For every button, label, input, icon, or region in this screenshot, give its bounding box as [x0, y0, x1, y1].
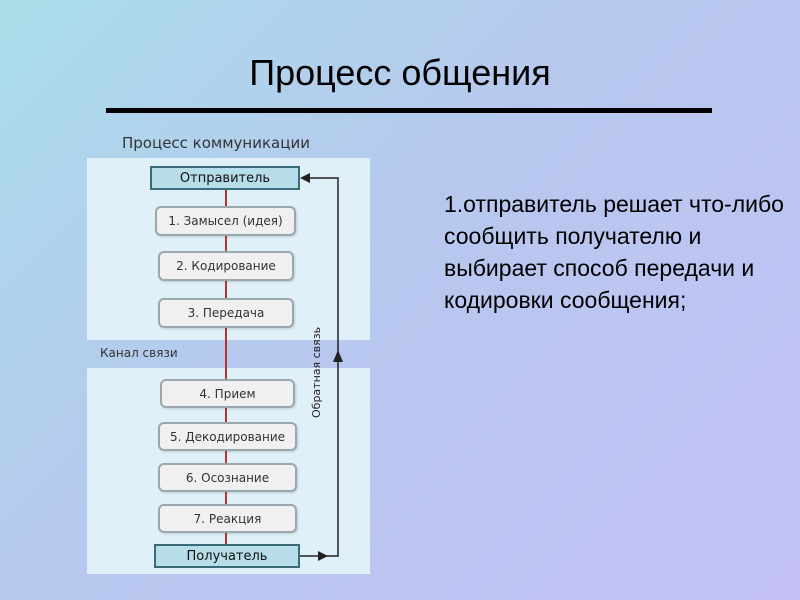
slide-title: Процесс общения — [249, 52, 551, 93]
step-box: 5. Декодирование — [158, 422, 297, 451]
feedback-arrowhead-right — [318, 551, 328, 561]
body-text: 1.отправитель решает что-либо сообщить п… — [444, 191, 784, 313]
feedback-arrowhead-top — [300, 173, 310, 183]
step-box: 6. Осознание — [158, 463, 297, 492]
sender-box: Отправитель — [150, 166, 300, 190]
title-underline — [106, 108, 712, 113]
step-box: 3. Передача — [158, 298, 294, 328]
channel-label: Канал связи — [100, 346, 178, 360]
step-box: 1. Замысел (идея) — [155, 206, 296, 236]
step-box: 7. Реакция — [158, 504, 297, 533]
diagram-heading: Процесс коммуникации — [122, 134, 310, 152]
step-box: 2. Кодирование — [158, 251, 294, 281]
feedback-label: Обратная связь — [310, 326, 323, 418]
feedback-arrowhead-up — [333, 350, 343, 362]
step-box: 4. Прием — [160, 379, 295, 408]
receiver-box: Получатель — [154, 544, 300, 568]
